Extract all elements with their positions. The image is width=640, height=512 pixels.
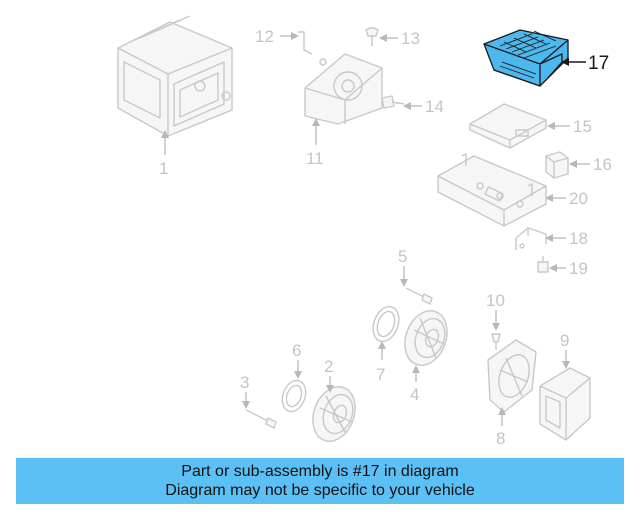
callout-8: 8 (496, 429, 505, 448)
leader-16 (569, 160, 590, 168)
callout-7: 7 (376, 365, 385, 384)
leader-3 (242, 392, 250, 409)
callout-4: 4 (410, 385, 419, 404)
leader-7 (378, 341, 386, 360)
leader-9 (562, 350, 570, 369)
leader-18 (545, 234, 566, 242)
leader-5 (400, 266, 408, 287)
part-18-bracket (515, 227, 547, 250)
leader-19 (549, 264, 566, 272)
callout-17: 17 (588, 53, 609, 74)
leader-10 (492, 310, 500, 331)
callout-12: 12 (255, 27, 274, 46)
part-17-highlighted (483, 29, 569, 87)
leader-6 (294, 360, 302, 379)
callout-14: 14 (425, 97, 444, 116)
callout-10: 10 (486, 291, 505, 310)
callout-2: 2 (324, 357, 333, 376)
part-10-screw (491, 333, 501, 350)
part-16-connector (545, 151, 569, 179)
leader-17 (561, 58, 586, 66)
part-4-speaker (404, 310, 448, 366)
part-20-plate (437, 153, 547, 227)
callout-11: 11 (306, 149, 324, 168)
leader-20 (545, 194, 566, 202)
part-15-module (469, 103, 547, 149)
callout-16: 16 (593, 155, 612, 174)
callout-3: 3 (240, 373, 249, 392)
callout-9: 9 (560, 331, 569, 350)
leader-11 (312, 118, 320, 145)
banner-line-part: Part or sub-assembly is #17 in diagram (181, 463, 459, 480)
callout-1: 1 (159, 159, 168, 178)
part-2-speaker (312, 386, 356, 442)
part-13-pin (365, 27, 379, 46)
leader-8 (498, 407, 506, 426)
part-19-bolt (537, 256, 549, 273)
part-3-screw (245, 409, 277, 429)
callout-13: 13 (401, 29, 420, 48)
leader-4 (412, 365, 420, 382)
callout-18: 18 (569, 229, 588, 248)
part-7-gasket (372, 305, 400, 343)
callout-15: 15 (573, 117, 592, 136)
info-banner: Part or sub-assembly is #17 in diagram D… (16, 458, 624, 504)
leader-1 (161, 130, 169, 155)
leader-2 (326, 376, 334, 393)
leader-15 (547, 122, 570, 130)
leader-12 (280, 32, 299, 40)
part-1-head-unit (117, 15, 233, 137)
part-12-clip (298, 31, 313, 55)
callout-6: 6 (292, 341, 301, 360)
callout-5: 5 (398, 247, 407, 266)
leader-14 (403, 102, 422, 110)
part-14-screw (381, 95, 405, 109)
leader-13 (379, 34, 398, 42)
callout-20: 20 (569, 189, 588, 208)
part-8-housing (487, 339, 537, 413)
part-6-ring (281, 379, 307, 413)
callout-19: 19 (569, 259, 588, 278)
part-5-rod (405, 287, 433, 305)
part-9-box (539, 367, 591, 441)
part-11-bracket (304, 53, 383, 125)
banner-line-disclaimer: Diagram may not be specific to your vehi… (165, 482, 475, 499)
